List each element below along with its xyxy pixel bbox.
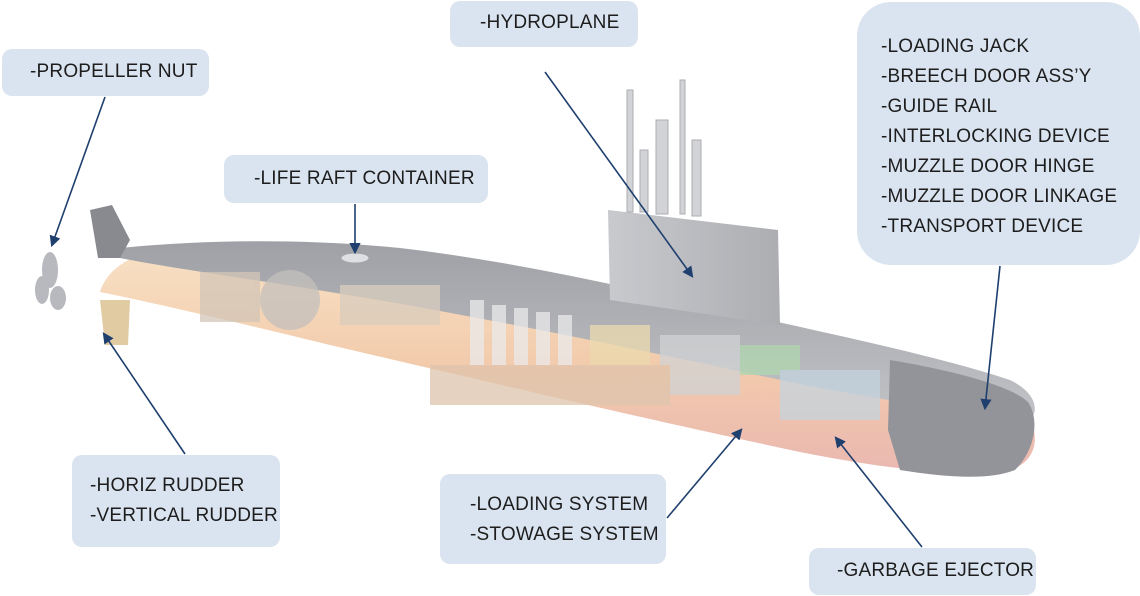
label-muzzle-door-linkage: -MUZZLE DOOR LINKAGE [881,186,1118,207]
label-loading-stowage: -LOADING SYSTEM -STOWAGE SYSTEM [440,474,666,564]
interior-machinery [200,270,880,420]
arrow-loading [666,428,743,519]
arrow-torpedo [980,265,1001,411]
label-text: -LIFE RAFT CONTAINER [254,168,475,189]
label-text: -GARBAGE EJECTOR [837,560,1035,581]
bow-section [888,360,1035,477]
arrow-garbage [834,436,923,548]
label-guide-rail: -GUIDE RAIL [881,96,998,117]
label-transport-device: -TRANSPORT DEVICE [881,216,1084,237]
label-breech-door: -BREECH DOOR ASS’Y [881,66,1092,87]
label-loading-system: -LOADING SYSTEM [470,494,649,515]
label-rudders: -HORIZ RUDDER -VERTICAL RUDDER [72,455,280,547]
label-stowage-system: -STOWAGE SYSTEM [470,524,659,545]
label-loading-jack: -LOADING JACK [881,36,1030,57]
label-life-raft-container: -LIFE RAFT CONTAINER [224,155,488,203]
label-garbage-ejector: -GARBAGE EJECTOR [809,548,1036,595]
arrow-hydroplane [544,71,694,278]
masts [626,79,702,217]
stern-fin [90,205,130,258]
label-torpedo-tube-parts: -LOADING JACK -BREECH DOOR ASS’Y -GUIDE … [857,2,1140,265]
label-text: -PROPELLER NUT [30,61,198,82]
propeller [35,252,66,310]
label-propeller-nut: -PROPELLER NUT [2,49,209,96]
label-text: -HYDROPLANE [480,12,620,33]
sail [608,210,780,325]
arrow-propeller [49,96,106,248]
label-muzzle-door-hinge: -MUZZLE DOOR HINGE [881,156,1095,177]
arrow-rudder [102,332,186,455]
label-vertical-rudder: -VERTICAL RUDDER [90,505,278,526]
label-horiz-rudder: -HORIZ RUDDER [90,475,245,496]
label-hydroplane: -HYDROPLANE [450,1,638,47]
label-interlocking-device: -INTERLOCKING DEVICE [881,126,1110,147]
